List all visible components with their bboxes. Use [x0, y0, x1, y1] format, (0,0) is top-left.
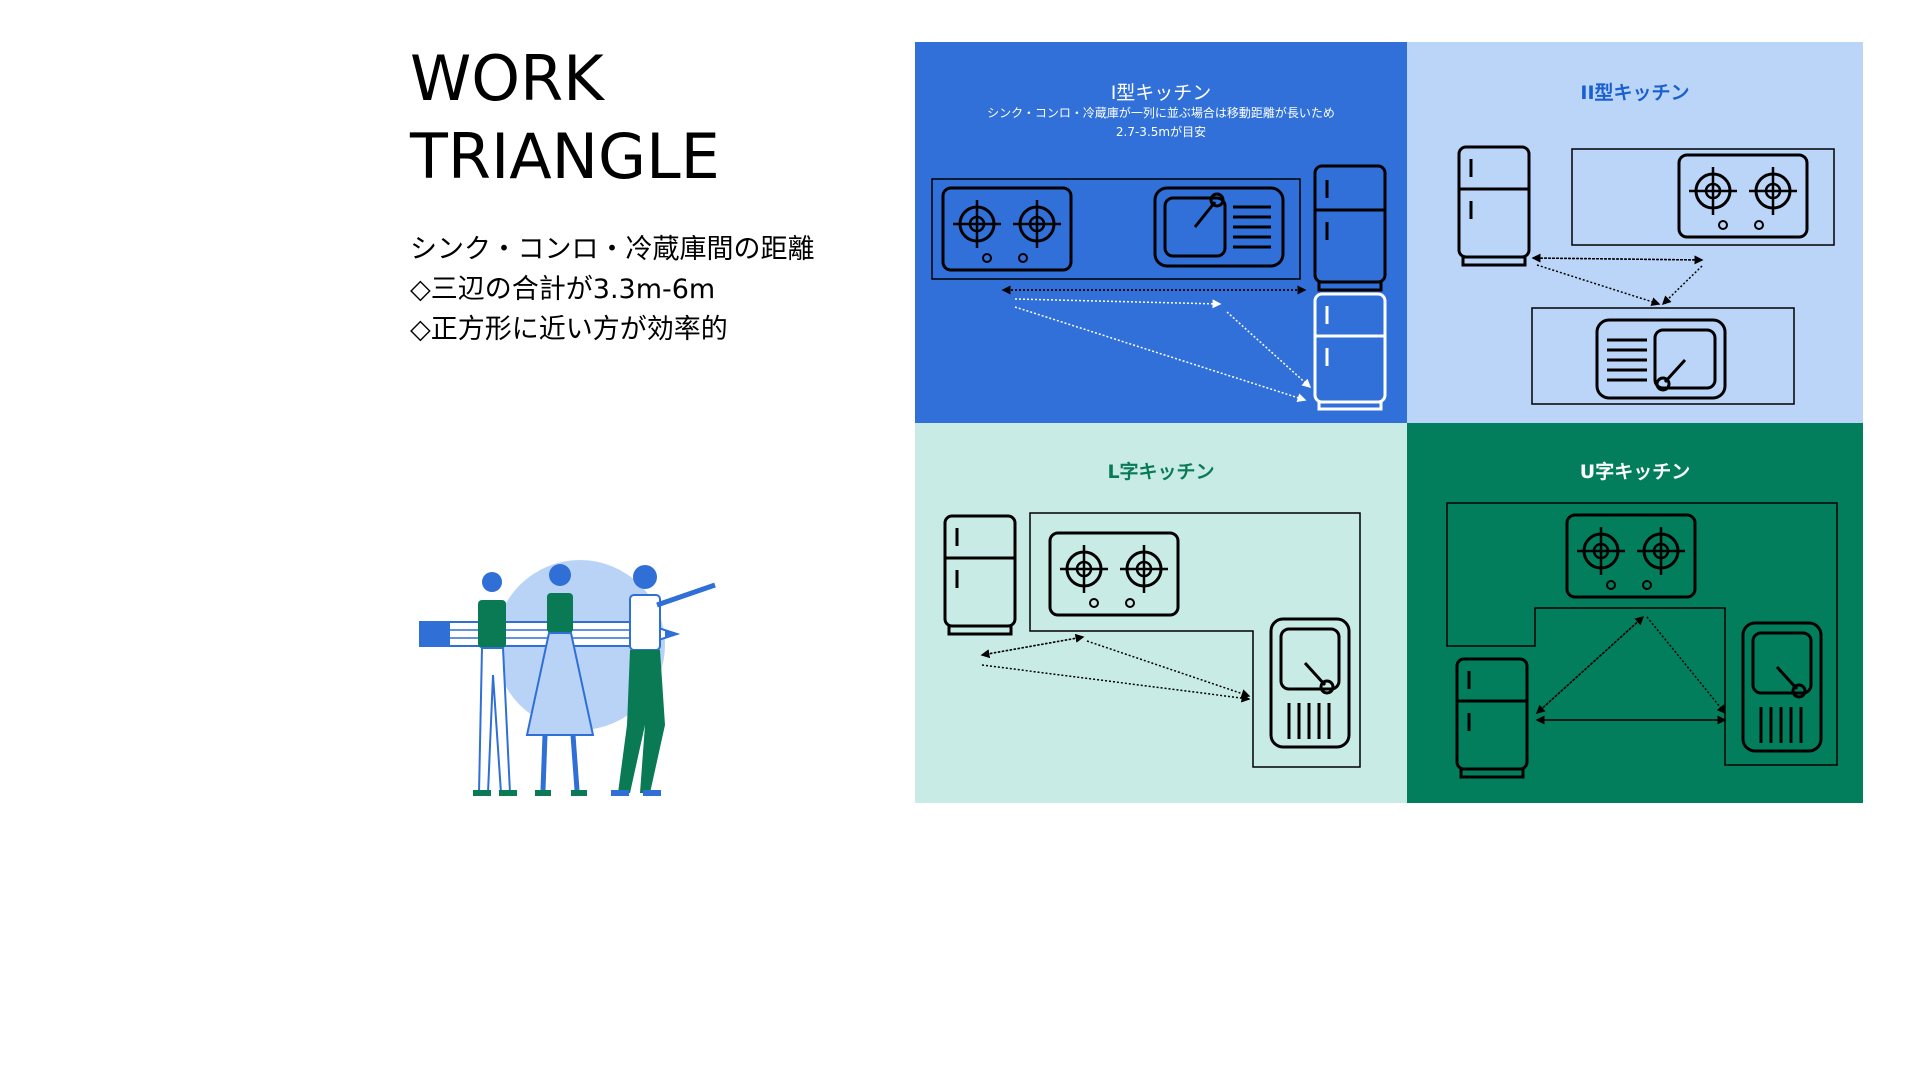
ii-type-layout-diagram — [1457, 145, 1835, 405]
sink-icon — [1595, 318, 1727, 400]
panel-title: I型キッチン — [1110, 82, 1212, 104]
panel-i-type-kitchen: I型キッチン シンク・コンロ・冷蔵庫が一列に並ぶ場合は移動距離が長いため 2.7… — [915, 42, 1407, 423]
fridge-white-icon — [1313, 292, 1387, 411]
panel-title: II型キッチン — [1580, 82, 1690, 104]
description: シンク・コンロ・冷蔵庫間の距離 ◇三辺の合計が3.3m-6m ◇正方形に近い方が… — [410, 230, 814, 350]
page-title: WORK TRIANGLE — [410, 40, 720, 196]
panel-note-line-1: シンク・コンロ・冷蔵庫が一列に並ぶ場合は移動距離が長いため — [987, 106, 1335, 120]
panel-u-type-kitchen: U字キッチン — [1407, 423, 1863, 803]
panel-ii-type-kitchen: II型キッチン — [1407, 42, 1863, 423]
title-line-1: WORK — [410, 42, 604, 115]
fridge-icon — [1455, 657, 1529, 779]
stove-icon — [1565, 513, 1697, 599]
stove-icon — [941, 186, 1073, 272]
panel-l-type-kitchen: L字キッチン — [915, 423, 1407, 803]
u-type-layout-diagram — [1446, 502, 1838, 779]
title-line-2: TRIANGLE — [410, 120, 720, 193]
sink-icon — [1741, 621, 1823, 753]
sink-icon — [1153, 186, 1285, 268]
description-line-2: ◇三辺の合計が3.3m-6m — [410, 274, 716, 305]
stove-icon — [1048, 531, 1180, 617]
fridge-icon — [1457, 145, 1531, 267]
stove-icon — [1677, 153, 1809, 239]
panel-note-line-2: 2.7-3.5mが目安 — [1115, 125, 1207, 139]
sink-icon — [1269, 617, 1351, 749]
fridge-icon — [1313, 164, 1387, 292]
fridge-icon — [943, 514, 1017, 636]
description-line-3: ◇正方形に近い方が効率的 — [410, 314, 728, 345]
panel-title: U字キッチン — [1579, 461, 1691, 483]
l-type-layout-diagram — [943, 512, 1361, 768]
people-carrying-pencil-icon — [419, 560, 716, 796]
description-line-1: シンク・コンロ・冷蔵庫間の距離 — [410, 234, 815, 265]
panel-title: L字キッチン — [1107, 461, 1215, 483]
i-type-layout-diagram — [931, 164, 1387, 411]
